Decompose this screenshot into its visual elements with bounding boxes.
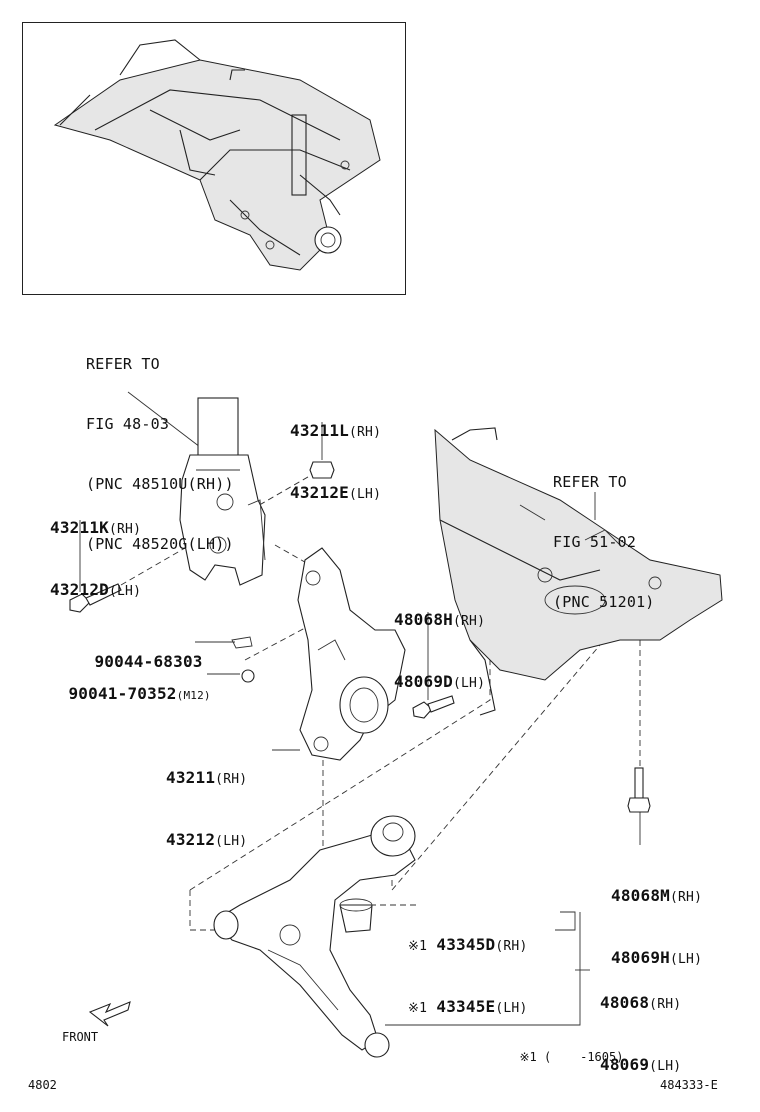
footnote: ※1 ( -1605) (505, 1036, 623, 1064)
footnote-mark: ※1 (408, 939, 428, 954)
part-label-lower-arm: 48068(RH) 48069(LH) (600, 953, 681, 1097)
part-number: 48068 (600, 993, 650, 1012)
part-number: 48068M (611, 886, 670, 905)
part-label-rear-mount-bolt: 48068M(RH) 48069H(LH) (611, 846, 702, 990)
side-tag: (LH) (349, 487, 382, 502)
side-tag: (LH) (109, 584, 142, 599)
part-number: 48069 (600, 1055, 650, 1074)
part-number: 48069H (611, 948, 670, 967)
part-number: 43345E (436, 997, 496, 1016)
side-tag: (RH) (109, 522, 142, 537)
figure-number: 4802 (28, 1078, 57, 1092)
rear-mount-bolt (627, 767, 651, 813)
front-mount-bolt (412, 695, 455, 719)
side-tag: (RH) (215, 772, 248, 787)
side-tag: (RH) (670, 890, 703, 905)
front-arrow-icon (88, 1001, 131, 1027)
part-label-castle-nut: 90041-70352(M12) (50, 664, 211, 706)
part-number: 43212E (290, 483, 349, 502)
refer-crossmember-line3: (PNC 51201) (553, 593, 655, 611)
part-number: 90041-70352 (68, 684, 177, 703)
part-number: 43211K (50, 518, 109, 537)
part-number: 43211L (290, 421, 349, 440)
part-label-ball-joint: ※1 43345D(RH) ※1 43345E(LH) (408, 895, 527, 1039)
refer-crossmember-line1: REFER TO (553, 473, 627, 491)
refer-strut-line2: FIG 48-03 (86, 415, 170, 433)
lower-control-arm (213, 815, 416, 1058)
size-tag: (M12) (176, 689, 211, 702)
strut-assembly (179, 397, 266, 586)
steering-knuckle (297, 547, 406, 761)
flange-nut (309, 461, 335, 479)
side-tag: (RH) (495, 939, 528, 954)
overview-inset-frame (22, 22, 406, 295)
side-tag: (LH) (649, 1059, 682, 1074)
castle-nut (241, 669, 255, 683)
cotter-pin (231, 636, 253, 649)
refer-crossmember-line2: FIG 51-02 (553, 533, 637, 551)
side-tag: (RH) (349, 425, 382, 440)
part-label-strut-bolt: 43211K(RH) 43212D(LH) (50, 478, 141, 622)
part-label-front-mount-bolt: 48068H(RH) 48069D(LH) (394, 570, 485, 714)
drawing-number: 484333-E (660, 1078, 718, 1092)
part-label-knuckle: 43211(RH) 43212(LH) (166, 728, 247, 872)
side-tag: (RH) (649, 997, 682, 1012)
part-number: 43212D (50, 580, 109, 599)
strut-bolt (69, 583, 122, 613)
part-label-flange-nut: 43211L(RH) 43212E(LH) (290, 381, 381, 525)
footnote-open: ( (543, 1050, 552, 1064)
side-tag: (LH) (495, 1001, 528, 1016)
part-number: 90044-68303 (94, 652, 203, 671)
part-number: 43211 (166, 768, 216, 787)
footnote-mark: ※1 (519, 1050, 537, 1064)
refer-strut-note: REFER TO FIG 48-03 (PNC 48510U(RH)) (PNC… (86, 314, 234, 574)
side-tag: (LH) (215, 834, 248, 849)
refer-strut-line3: (PNC 48510U(RH)) (86, 475, 234, 493)
suspension-crossmember (434, 427, 723, 716)
leader-lines (79, 391, 641, 1026)
side-tag: (RH) (453, 614, 486, 629)
footnote-mark: ※1 (408, 1001, 428, 1016)
part-number: 43345D (436, 935, 496, 954)
refer-strut-line4: (PNC 48520G(LH)) (86, 535, 234, 553)
side-tag: (LH) (453, 676, 486, 691)
footnote-range: -1605) (580, 1050, 624, 1064)
part-number: 48069D (394, 672, 453, 691)
part-number: 48068H (394, 610, 453, 629)
refer-strut-line1: REFER TO (86, 355, 160, 373)
side-tag: (LH) (670, 952, 703, 967)
refer-crossmember-note: REFER TO FIG 51-02 (PNC 51201) (553, 432, 655, 632)
part-number: 43212 (166, 830, 216, 849)
overview-assembly-illustration (53, 39, 381, 271)
part-label-cotter-pin: 90044-68303 (76, 632, 203, 672)
front-label: FRONT (62, 1030, 99, 1044)
